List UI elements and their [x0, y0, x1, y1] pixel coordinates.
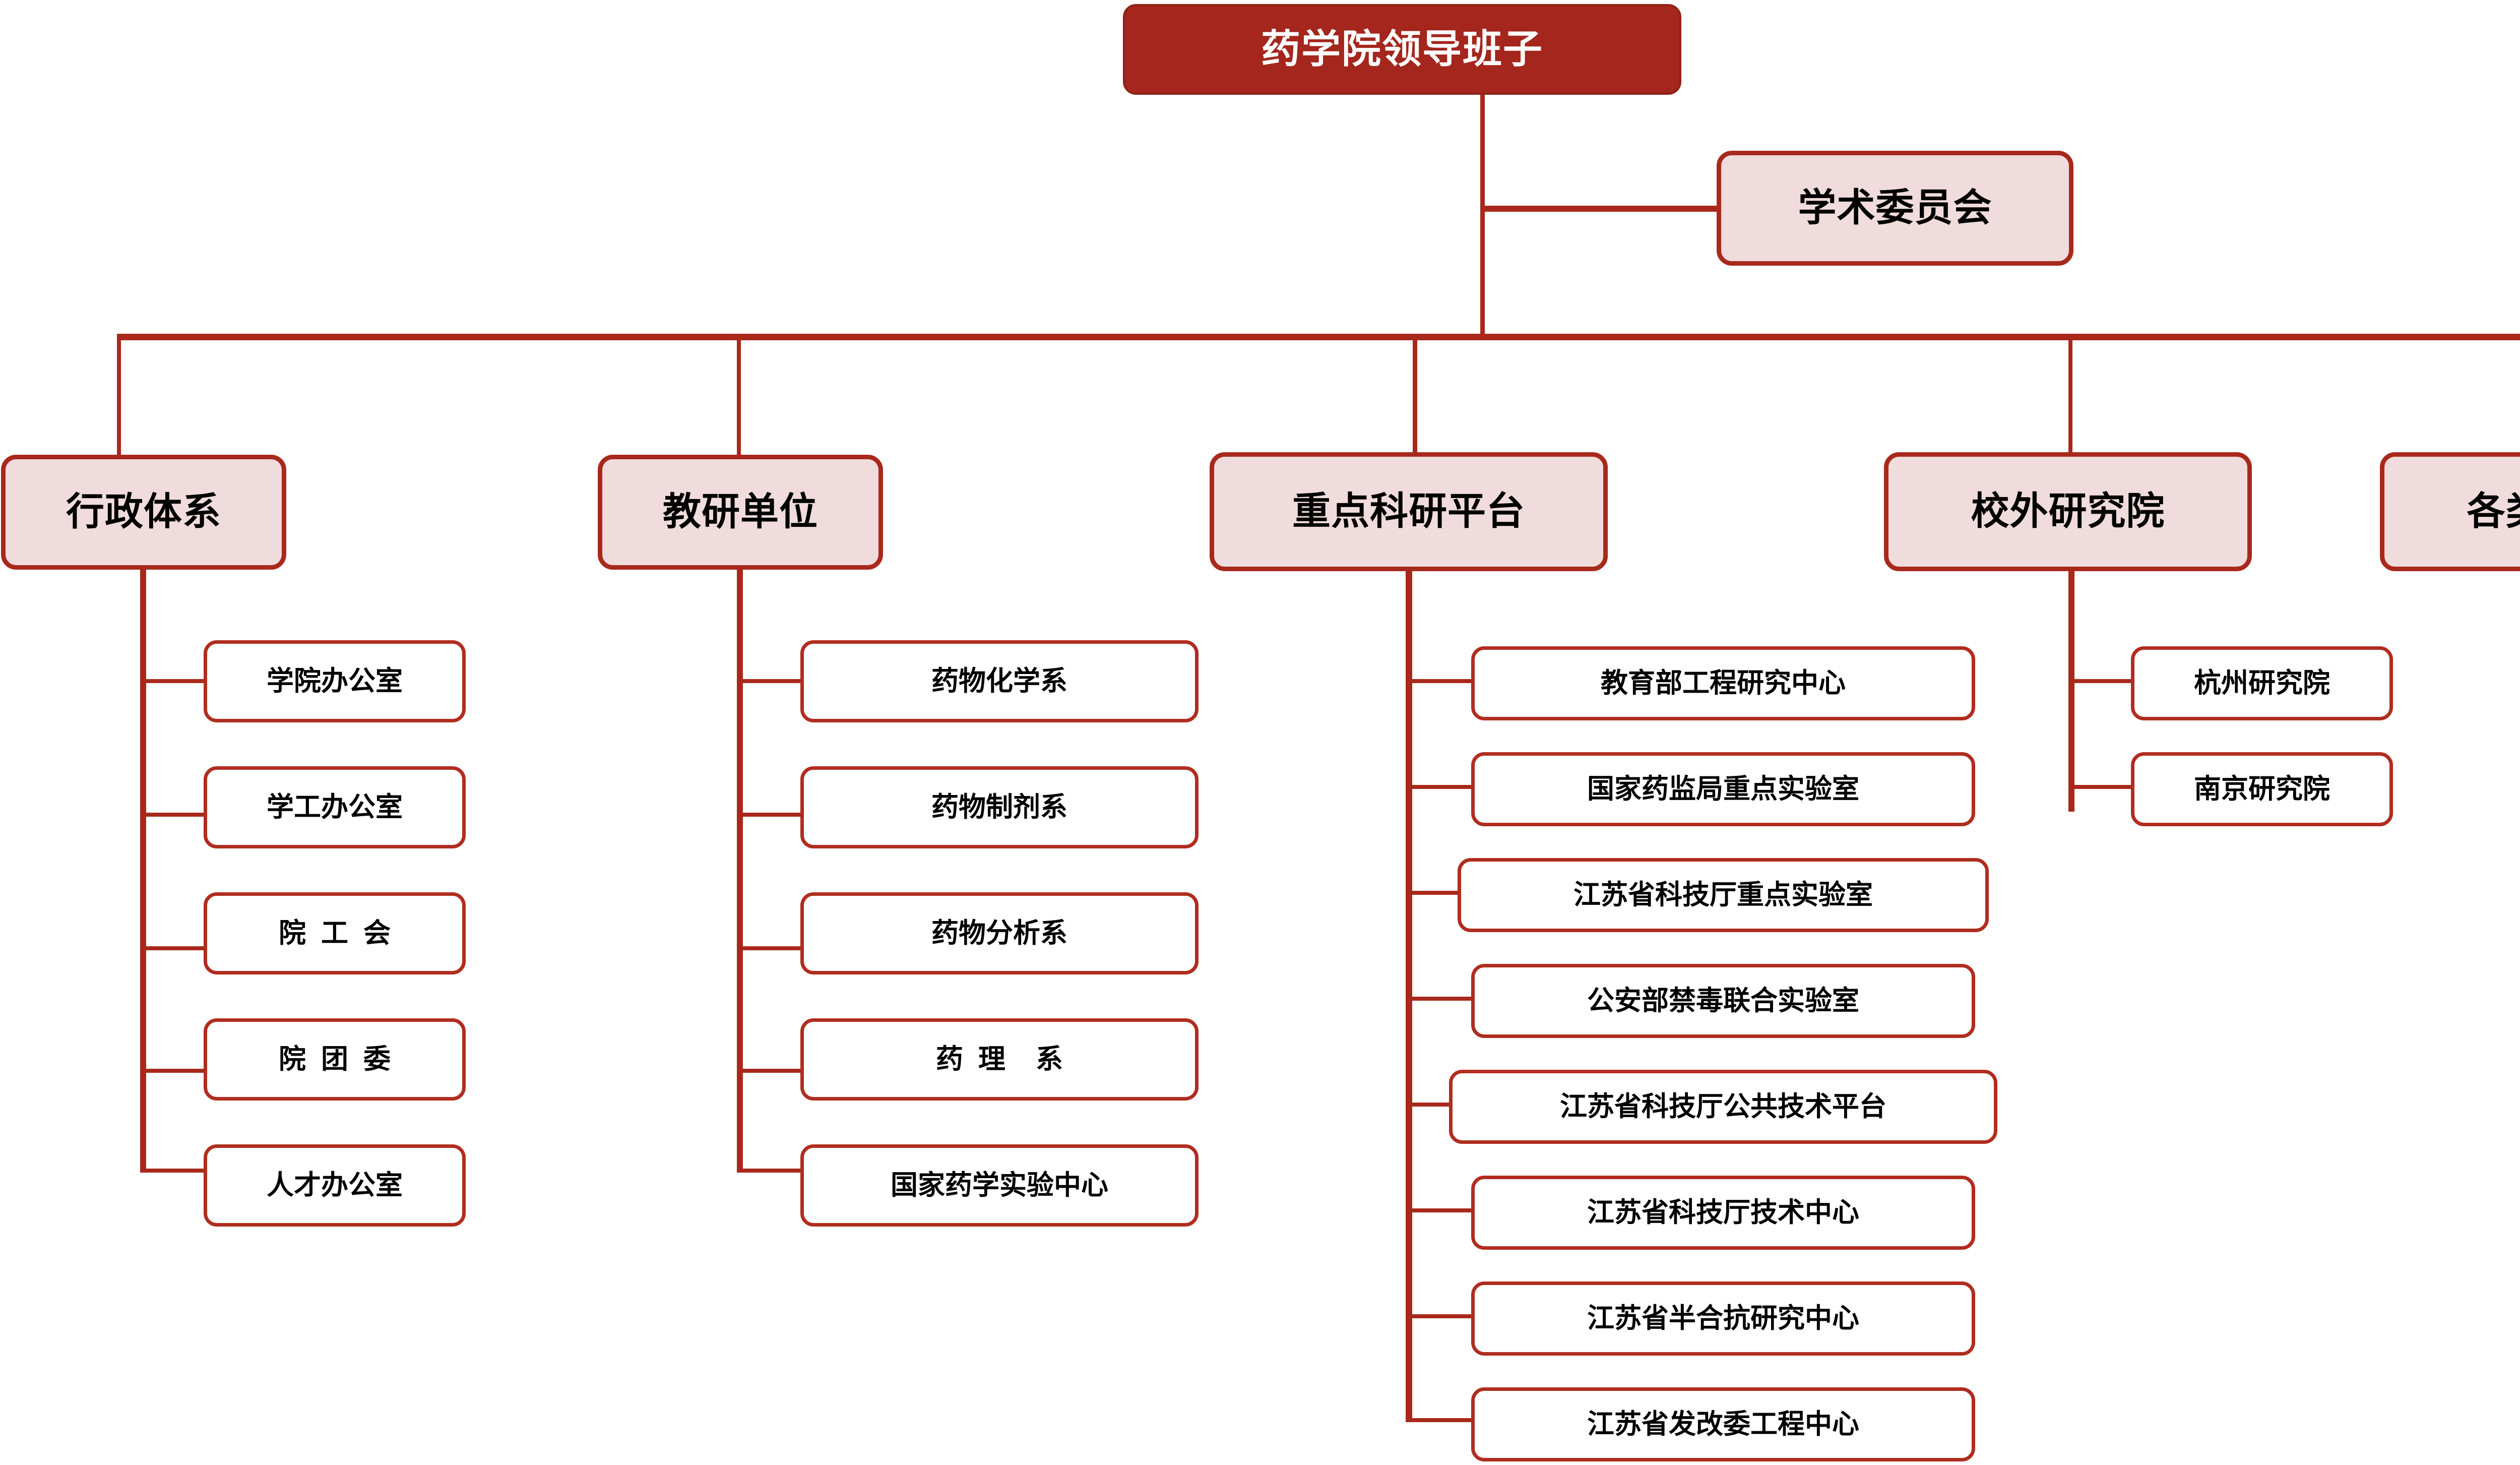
leaf-node-1-4[interactable]: 国家药学实验中心 — [800, 1144, 1199, 1227]
connector-spine-2 — [1406, 570, 1412, 1420]
leaf-node-2-5[interactable]: 江苏省科技厅技术中心 — [1471, 1176, 1975, 1250]
connector-drop-cat-2 — [1413, 334, 1417, 463]
connector-level2-bus — [117, 334, 2520, 340]
leaf-node-0-1[interactable]: 学工办公室 — [204, 766, 466, 848]
connector-stub-2-3 — [1406, 997, 1471, 1001]
root-node[interactable]: 药学院领导班子 — [1123, 4, 1681, 95]
leaf-node-3-0[interactable]: 杭州研究院 — [2131, 646, 2393, 720]
leaf-node-2-3[interactable]: 公安部禁毒联合实验室 — [1471, 964, 1975, 1038]
connector-stub-0-4 — [140, 1169, 204, 1173]
connector-stub-0-2 — [140, 946, 204, 950]
connector-root-stem — [1480, 35, 1485, 338]
leaf-node-1-0[interactable]: 药物化学系 — [800, 640, 1199, 722]
leaf-node-2-7[interactable]: 江苏省发改委工程中心 — [1471, 1387, 1975, 1461]
connector-stub-3-1 — [2068, 785, 2131, 789]
connector-spine-3 — [2068, 570, 2074, 812]
connector-stub-0-1 — [140, 813, 204, 817]
category-node-1[interactable]: 教研单位 — [598, 455, 883, 570]
connector-drop-cat-1 — [737, 334, 741, 463]
leaf-node-0-4[interactable]: 人才办公室 — [204, 1144, 466, 1227]
connector-stub-2-5 — [1406, 1208, 1471, 1212]
leaf-node-3-1[interactable]: 南京研究院 — [2131, 752, 2393, 826]
connector-stub-0-3 — [140, 1069, 204, 1073]
connector-stub-0-0 — [140, 679, 204, 683]
connector-drop-cat-0 — [117, 334, 121, 463]
leaf-node-1-3[interactable]: 药 理 系 — [800, 1018, 1199, 1101]
leaf-node-2-4[interactable]: 江苏省科技厅公共技术平台 — [1449, 1070, 1997, 1144]
leaf-node-0-3[interactable]: 院 团 委 — [204, 1018, 466, 1101]
connector-stub-2-4 — [1406, 1103, 1471, 1107]
leaf-node-2-6[interactable]: 江苏省半合抗研究中心 — [1471, 1281, 1975, 1356]
connector-drop-cat-3 — [2068, 334, 2072, 463]
connector-root-to-academic-committee — [1480, 206, 1717, 212]
connector-stub-1-1 — [737, 813, 800, 817]
connector-stub-3-0 — [2068, 679, 2131, 683]
connector-stub-1-0 — [737, 679, 800, 683]
leaf-node-0-0[interactable]: 学院办公室 — [204, 640, 466, 722]
connector-stub-1-4 — [737, 1169, 800, 1173]
connector-stub-1-3 — [737, 1069, 800, 1073]
connector-stub-2-7 — [1406, 1418, 1471, 1422]
node-academic-committee[interactable]: 学术委员会 — [1717, 151, 2073, 266]
leaf-node-2-1[interactable]: 国家药监局重点实验室 — [1471, 752, 1975, 826]
leaf-node-1-1[interactable]: 药物制剂系 — [800, 766, 1199, 848]
leaf-node-0-2[interactable]: 院 工 会 — [204, 892, 466, 974]
connector-stub-2-2 — [1406, 891, 1471, 895]
connector-spine-0 — [140, 561, 146, 1172]
connector-stub-1-2 — [737, 946, 800, 950]
category-node-4[interactable]: 各类委员会 — [2380, 452, 2520, 571]
category-node-3[interactable]: 校外研究院 — [1884, 452, 2252, 571]
leaf-node-1-2[interactable]: 药物分析系 — [800, 892, 1199, 974]
category-node-0[interactable]: 行政体系 — [1, 455, 286, 570]
connector-stub-2-6 — [1406, 1314, 1471, 1318]
category-node-2[interactable]: 重点科研平台 — [1210, 452, 1608, 571]
connector-stub-2-1 — [1406, 785, 1471, 789]
leaf-node-2-2[interactable]: 江苏省科技厅重点实验室 — [1458, 858, 1989, 932]
connector-stub-2-0 — [1406, 679, 1471, 683]
connector-spine-1 — [737, 561, 743, 1172]
leaf-node-2-0[interactable]: 教育部工程研究中心 — [1471, 646, 1975, 720]
